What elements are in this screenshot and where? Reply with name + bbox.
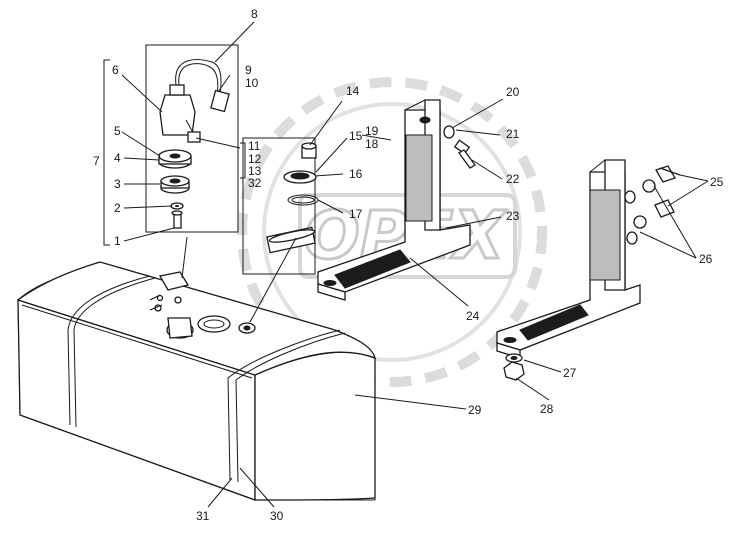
callout-labels: 1 2 3 4 5 6 7 8 9 10 11 12 13 32 14 15 1… [93,7,724,523]
filler-group-frame [242,137,316,275]
callout-31: 31 [196,509,210,523]
callout-30: 30 [270,509,284,523]
callout-23: 23 [506,209,520,223]
right-mounting-bracket [496,159,641,359]
callout-12: 12 [248,152,262,166]
callout-28: 28 [540,402,554,416]
fasteners [443,125,681,381]
callout-2: 2 [114,201,121,215]
callout-18: 18 [365,137,379,151]
callout-15: 15 [349,129,363,143]
leader-lines [121,21,709,508]
callout-29: 29 [468,403,482,417]
callout-16: 16 [349,167,363,181]
callout-6: 6 [112,63,119,77]
callout-14: 14 [346,84,360,98]
callout-3: 3 [114,177,121,191]
callout-5: 5 [114,124,121,138]
callout-25: 25 [710,175,724,189]
fuel-level-sender [159,59,230,143]
callout-10: 10 [245,76,259,90]
callout-26: 26 [699,252,713,266]
sender-small-parts [158,149,192,229]
callout-7: 7 [93,154,100,168]
group-11-bracket [240,142,246,179]
left-mounting-bracket [317,99,471,301]
callout-21: 21 [506,127,520,141]
callout-4: 4 [114,151,121,165]
callout-32: 32 [248,176,262,190]
callout-22: 22 [506,172,520,186]
callout-27: 27 [563,366,577,380]
callout-20: 20 [506,85,520,99]
filler-neck-assembly [266,142,319,254]
fuel-tank [16,261,376,501]
callout-9: 9 [245,63,252,77]
callout-8: 8 [251,7,258,21]
sender-group-frame [145,44,239,233]
callout-19: 19 [365,124,379,138]
group-7-bracket [103,59,110,246]
callout-1: 1 [114,234,121,248]
callout-24: 24 [466,309,480,323]
group-frames [103,44,316,275]
callout-13: 13 [248,164,262,178]
callout-17: 17 [349,207,363,221]
callout-11: 11 [248,139,261,153]
